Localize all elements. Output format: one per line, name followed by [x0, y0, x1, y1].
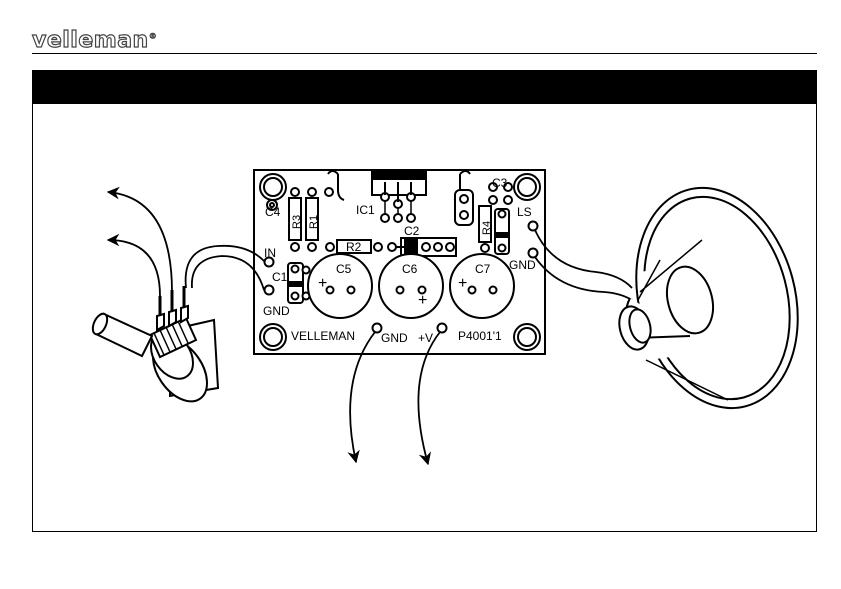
pcb-board	[254, 170, 545, 354]
label-velleman: VELLEMAN	[291, 329, 355, 343]
plus-c6: +	[418, 292, 427, 309]
speaker-wires	[535, 230, 632, 300]
label-r1: R1	[308, 215, 320, 229]
supply-wires	[350, 332, 440, 464]
label-r4: R4	[481, 221, 493, 235]
loudspeaker	[613, 170, 822, 427]
label-c3: C3	[492, 176, 508, 190]
label-ls: LS	[517, 205, 532, 219]
label-c1: C1	[272, 270, 288, 284]
label-c4: C4	[265, 205, 281, 219]
pot-wires	[108, 192, 265, 296]
label-part-number: P4001'1	[458, 329, 502, 343]
label-c5: C5	[336, 262, 352, 276]
label-gnd-bottom: GND	[381, 331, 408, 345]
label-c6: C6	[402, 262, 418, 276]
label-c2: C2	[404, 224, 420, 238]
ic1-component	[372, 171, 426, 222]
label-gnd-left: GND	[263, 304, 290, 318]
label-in: IN	[264, 246, 276, 260]
label-plus-v: +V	[418, 331, 433, 345]
label-r2: R2	[346, 240, 362, 254]
label-ic1: IC1	[356, 203, 375, 217]
label-c7: C7	[475, 262, 491, 276]
label-gnd-right: GND	[509, 258, 536, 272]
potentiometer	[90, 286, 218, 411]
label-r3: R3	[291, 215, 303, 229]
plus-c5: +	[318, 275, 327, 292]
plus-c7: +	[458, 275, 467, 292]
